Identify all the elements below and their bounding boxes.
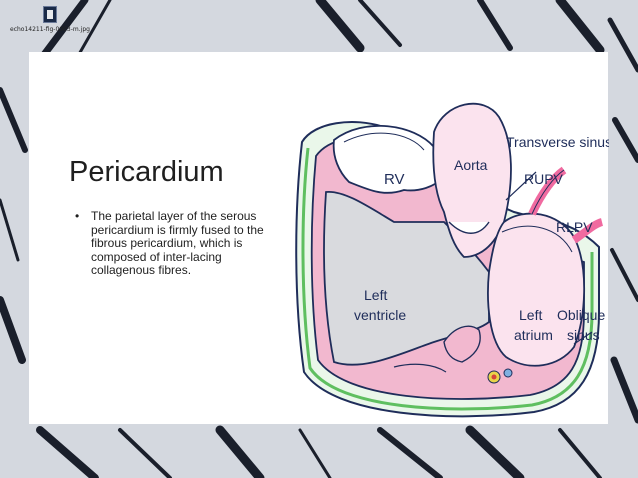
slide-canvas: Pericardium The parietal layer of the se…: [29, 52, 609, 424]
aorta: [432, 102, 512, 258]
label-left-atrium: Left: [519, 307, 542, 323]
label-transverse-sinus: Transverse sinus: [506, 134, 609, 150]
label-rlpv: RLPV: [556, 219, 593, 235]
label-oblique-sinus: Oblique: [557, 307, 605, 323]
label-left-atrium: atrium: [514, 327, 553, 343]
file-name-label: echo14211-fig-0003-m.jpg: [10, 26, 90, 33]
bullet-item: The parietal layer of the serous pericar…: [75, 209, 265, 278]
pericardium-diagram: RV Aorta Transverse sinus RUPV RLPV Left…: [295, 102, 609, 418]
label-left-ventricle: Left: [364, 287, 387, 303]
bullet-list: The parietal layer of the serous pericar…: [75, 209, 265, 278]
left-atrium: [487, 212, 586, 367]
label-rupv: RUPV: [524, 171, 564, 187]
label-aorta: Aorta: [454, 157, 488, 173]
slide-title: Pericardium: [69, 156, 224, 188]
image-file-icon: [43, 6, 57, 23]
label-left-ventricle: ventricle: [354, 307, 406, 323]
image-file-thumbnail[interactable]: echo14211-fig-0003-m.jpg: [6, 4, 106, 34]
label-rv: RV: [384, 171, 405, 188]
label-oblique-sinus: sinus: [567, 327, 600, 343]
mitral-valve: [443, 325, 481, 363]
pulmonary-vein-lower: [571, 218, 604, 244]
